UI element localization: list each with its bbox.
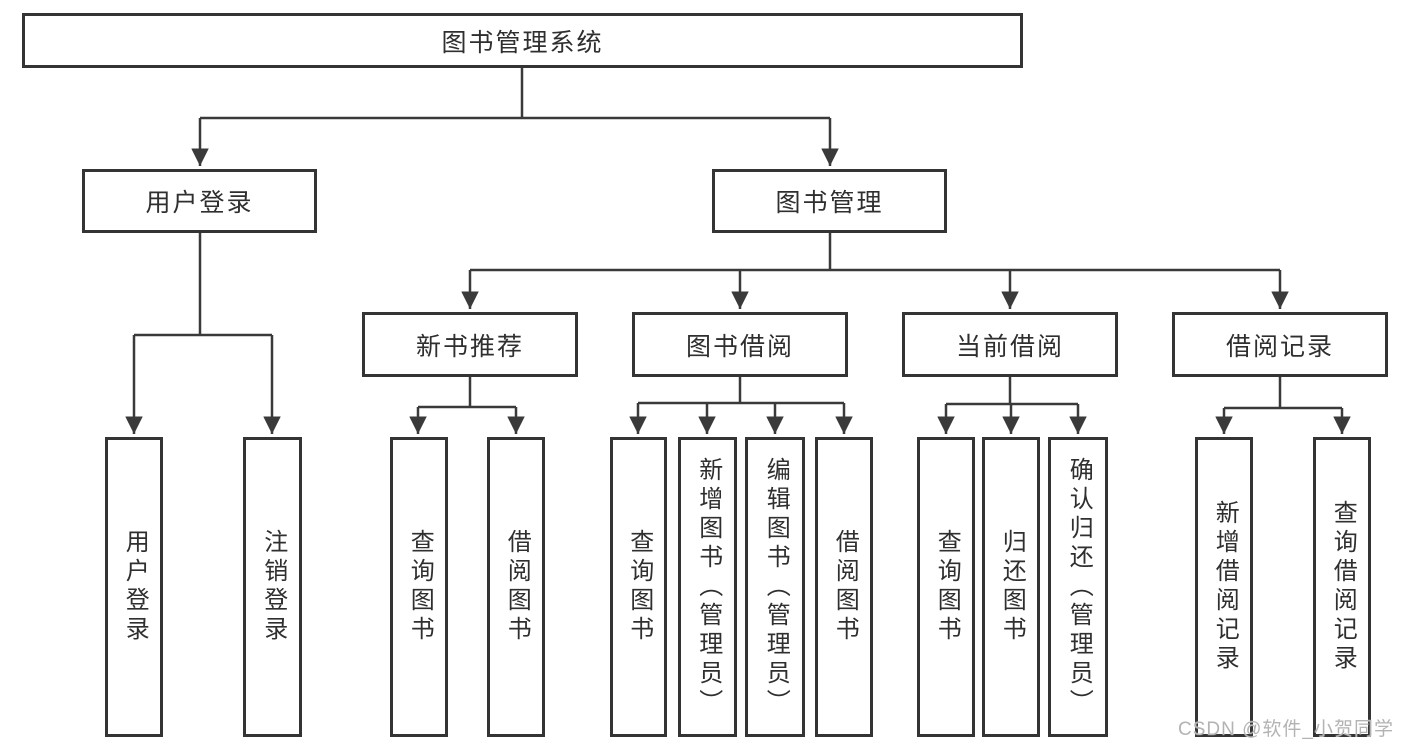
leaf-bb-edit-books-label: 编辑图书（管理员） — [762, 456, 790, 718]
leaf-cb-return-books: 归还图书 — [982, 437, 1040, 737]
leaf-user-login-label: 用户登录 — [121, 529, 149, 645]
node-book-mgmt: 图书管理 — [712, 169, 947, 233]
node-new-book-rec: 新书推荐 — [362, 312, 578, 377]
node-book-borrow: 图书借阅 — [632, 312, 848, 377]
leaf-logout: 注销登录 — [243, 437, 302, 737]
leaf-nb-query-books-label: 查询图书 — [406, 529, 434, 645]
leaf-nb-query-books: 查询图书 — [390, 437, 448, 737]
leaf-nb-borrow-books: 借阅图书 — [487, 437, 545, 737]
node-borrow-records-label: 借阅记录 — [1225, 332, 1334, 361]
node-new-book-rec-label: 新书推荐 — [415, 332, 524, 361]
leaf-cb-query-books-label: 查询图书 — [933, 529, 961, 645]
node-user-login-label: 用户登录 — [145, 189, 254, 217]
leaf-br-add-record-label: 新增借阅记录 — [1211, 500, 1239, 674]
leaf-logout-label: 注销登录 — [259, 529, 287, 645]
leaf-cb-confirm-return-label: 确认归还（管理员） — [1065, 456, 1093, 718]
leaf-bb-add-books-label: 新增图书（管理员） — [694, 456, 722, 718]
leaf-bb-borrow-books: 借阅图书 — [815, 437, 873, 737]
leaf-bb-query-books-label: 查询图书 — [625, 529, 653, 645]
node-root: 图书管理系统 — [22, 13, 1023, 68]
leaf-nb-borrow-books-label: 借阅图书 — [503, 529, 531, 645]
leaf-cb-return-books-label: 归还图书 — [998, 529, 1026, 645]
leaf-bb-edit-books: 编辑图书（管理员） — [745, 437, 805, 737]
leaf-cb-confirm-return: 确认归还（管理员） — [1048, 437, 1108, 737]
leaf-br-query-record: 查询借阅记录 — [1313, 437, 1371, 737]
node-current-borrow-label: 当前借阅 — [955, 332, 1064, 361]
node-user-login: 用户登录 — [82, 169, 317, 233]
node-borrow-records: 借阅记录 — [1172, 312, 1388, 377]
node-current-borrow: 当前借阅 — [902, 312, 1118, 377]
node-book-mgmt-label: 图书管理 — [775, 189, 884, 217]
node-book-borrow-label: 图书借阅 — [685, 332, 794, 361]
node-root-label: 图书管理系统 — [441, 28, 604, 57]
watermark: CSDN @软件_小贺同学 — [1178, 719, 1394, 740]
leaf-cb-query-books: 查询图书 — [917, 437, 975, 737]
leaf-br-query-record-label: 查询借阅记录 — [1329, 500, 1357, 674]
leaf-br-add-record: 新增借阅记录 — [1195, 437, 1253, 737]
leaf-bb-query-books: 查询图书 — [610, 437, 667, 737]
leaf-bb-add-books: 新增图书（管理员） — [678, 437, 737, 737]
leaf-user-login: 用户登录 — [105, 437, 163, 737]
leaf-bb-borrow-books-label: 借阅图书 — [831, 529, 859, 645]
